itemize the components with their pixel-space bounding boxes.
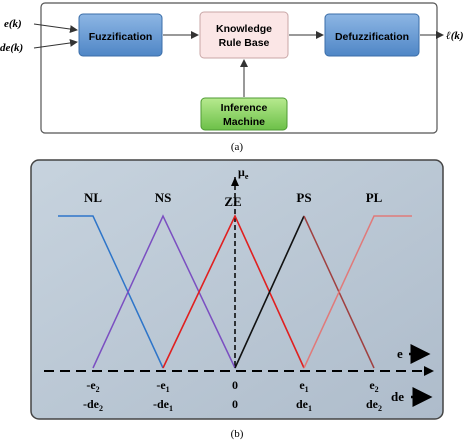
caption-b: (b) — [231, 428, 244, 440]
input-e-arrow — [33, 23, 78, 33]
mf-nl-curve — [58, 215, 164, 369]
mf-ns-curve — [92, 214, 236, 369]
input-de-label: de(k) — [0, 42, 23, 54]
set-label-pl: PL — [366, 190, 383, 205]
defuzzification-label: Defuzzification — [335, 31, 409, 43]
de-tick-label: 0 — [232, 397, 238, 411]
axis-de-label: de — [391, 389, 404, 404]
mf-pl-curve — [303, 215, 412, 369]
mu-subscript: e — [245, 172, 249, 181]
knowledge-label-line1: Knowledge — [216, 23, 272, 35]
membership-panel — [30, 159, 444, 420]
e-tick-label: e1 — [299, 378, 308, 394]
block-diagram: e(k) de(k) Fuzzification Knowledge Rule … — [0, 2, 464, 134]
e-tick-label: -e1 — [156, 378, 169, 394]
e-tick-label: 0 — [232, 378, 238, 392]
knowledge-label-line2: Rule Base — [219, 37, 270, 49]
axis-e-label: e — [397, 346, 403, 361]
mu-symbol: μ — [238, 165, 245, 179]
de-tick-label: de2 — [366, 397, 382, 413]
mu-axis-label: μe — [238, 165, 249, 181]
knowledge-rule-base-block — [199, 11, 289, 59]
set-label-nl: NL — [84, 190, 102, 205]
mf-ps-left-curve — [234, 215, 305, 369]
de-tick-label: -de1 — [153, 397, 173, 413]
de-tick-label: de1 — [296, 397, 312, 413]
output-label: ℓ(k) — [446, 30, 464, 42]
vertical-axis-arrowhead — [231, 177, 239, 186]
inference-label-line2: Machine — [223, 116, 265, 128]
input-e-label: e(k) — [4, 18, 22, 30]
fuzzification-label: Fuzzification — [89, 31, 153, 43]
defuzzification-block — [324, 13, 420, 57]
fuzzification-block — [78, 13, 163, 57]
set-label-ns: NS — [155, 190, 172, 205]
horizontal-axis-arrowhead — [424, 366, 434, 376]
mf-ze-curve — [162, 214, 305, 369]
caption-a: (a) — [231, 141, 244, 153]
set-label-ze: ZE — [224, 194, 241, 209]
de-tick-label: -de2 — [83, 397, 103, 413]
set-label-ps: PS — [296, 190, 311, 205]
membership-diagram: NL NS ZE PS PL μe e de -e2 -e1 0 e1 e2 — [30, 159, 444, 420]
input-de-arrow — [33, 39, 78, 49]
e-tick-label: -e2 — [86, 378, 99, 394]
e-tick-label: e2 — [369, 378, 378, 394]
inference-label-line1: Inference — [221, 102, 268, 114]
inference-machine-block — [200, 97, 288, 131]
